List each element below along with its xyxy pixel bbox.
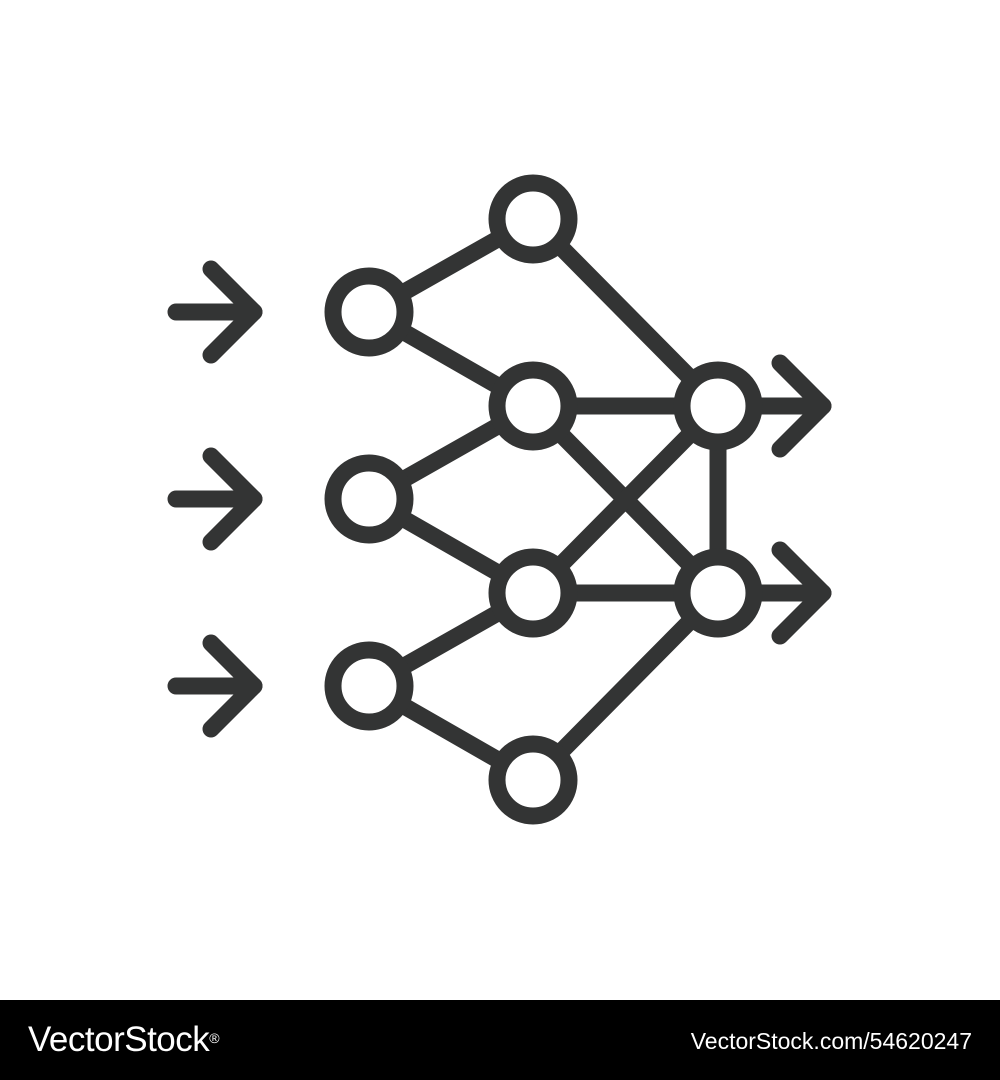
input-arrow-icon <box>167 634 263 738</box>
brand-logo: VectorStock® <box>28 1018 220 1062</box>
network-node <box>488 735 578 825</box>
neural-network-flow-icon <box>167 174 832 825</box>
network-node <box>324 454 414 544</box>
network-node <box>488 548 578 638</box>
input-arrow-icon <box>167 260 263 364</box>
network-node <box>324 641 414 731</box>
brand-name: VectorStock <box>28 1020 210 1059</box>
image-reference: VectorStock.com/54620247 <box>690 1028 972 1054</box>
network-node <box>673 361 763 451</box>
illustration-canvas <box>167 174 832 825</box>
registered-mark: ® <box>209 1030 220 1046</box>
network-node <box>673 548 763 638</box>
footer-bar: VectorStock® VectorStock.com/54620247 <box>0 1000 1000 1080</box>
network-node <box>324 267 414 357</box>
network-node <box>488 361 578 451</box>
input-arrow-icon <box>167 447 263 551</box>
network-node <box>488 174 578 264</box>
